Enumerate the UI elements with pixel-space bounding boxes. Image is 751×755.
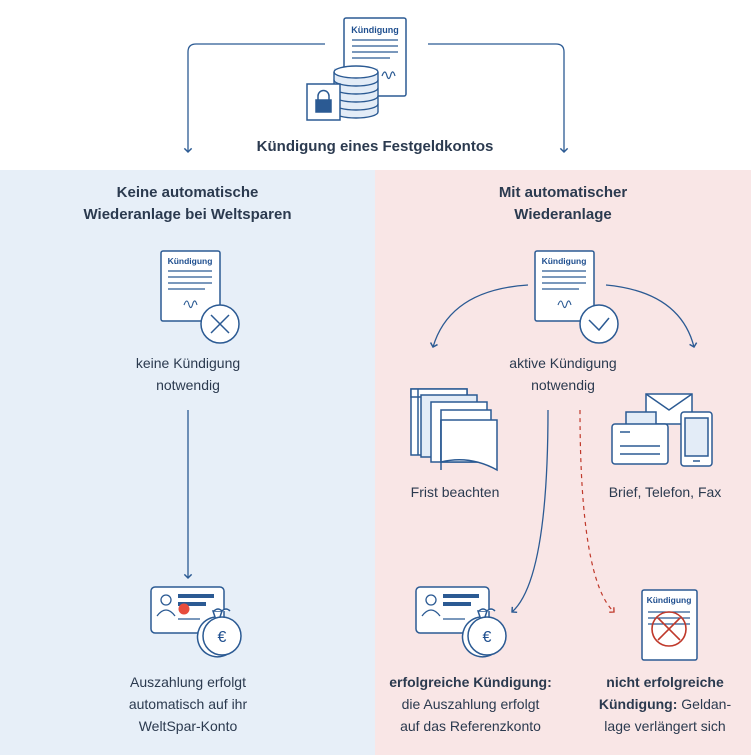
svg-text:Kündigung: Kündigung xyxy=(542,256,587,266)
failure-line2: Kündigung: Geldan- xyxy=(598,696,732,712)
left-result-line1: Auszahlung erfolgt xyxy=(130,674,246,690)
success-arrow xyxy=(511,409,549,614)
left-result-text: Auszahlung erfolgt automatisch auf ihr W… xyxy=(88,671,288,737)
document-check-icon: Kündigung xyxy=(534,250,619,344)
top-branch-arrows xyxy=(183,43,569,154)
channels-label: Brief, Telefon, Fax xyxy=(608,484,722,500)
success-line2: die Auszahlung erfolgt xyxy=(401,696,540,712)
success-line3: auf das Referenzkonto xyxy=(400,718,541,734)
success-id-card-money-bag-icon: € xyxy=(415,586,507,658)
right-heading-line2: Wiederanlage xyxy=(514,206,612,223)
document-x-icon: Kündigung xyxy=(160,250,240,344)
deadline-label: Frist beachten xyxy=(410,484,500,500)
svg-text:Kündigung: Kündigung xyxy=(168,256,213,266)
failure-result-text: nicht erfolgreiche Kündigung: Geldan- la… xyxy=(580,671,750,737)
svg-text:€: € xyxy=(483,629,492,646)
right-step-text: aktive Kündigung notwendig xyxy=(463,352,663,396)
left-result-line3: WeltSpar-Konto xyxy=(138,718,238,734)
right-heading-line1: Mit automatischer xyxy=(498,184,628,201)
calendar-icon xyxy=(410,388,498,472)
failure-arrow xyxy=(579,409,615,613)
lock-icon xyxy=(306,83,341,121)
left-heading-line1: Keine automatische xyxy=(116,184,259,201)
right-heading: Mit automatischer Wiederanlage xyxy=(395,182,731,226)
failure-line2-bold: Kündigung: xyxy=(598,696,678,712)
svg-text:€: € xyxy=(218,629,227,646)
page-title: Kündigung eines Festgeldkontos xyxy=(256,138,494,155)
left-heading-line2: Wiederanlage bei Weltsparen xyxy=(83,206,292,223)
left-result-line2: automatisch auf ihr xyxy=(128,696,248,712)
right-step-line1: aktive Kündigung xyxy=(509,355,617,371)
svg-text:Kündigung: Kündigung xyxy=(647,595,692,605)
id-card-money-bag-icon: € xyxy=(150,586,242,658)
channels-icon xyxy=(611,393,713,467)
cancelled-document-icon: Kündigung xyxy=(641,589,698,661)
left-step-line2: notwendig xyxy=(156,377,220,393)
left-step-line1: keine Kündigung xyxy=(135,355,241,371)
svg-text:Kündigung: Kündigung xyxy=(351,25,398,35)
left-heading: Keine automatische Wiederanlage bei Welt… xyxy=(20,182,355,226)
failure-line3: lage verlängert sich xyxy=(604,718,726,734)
right-step-line2: notwendig xyxy=(531,377,595,393)
success-line1: erfolgreiche Kündigung: xyxy=(389,674,552,690)
right-branch-arrows xyxy=(429,284,698,348)
success-result-text: erfolgreiche Kündigung: die Auszahlung e… xyxy=(378,671,563,737)
left-step-text: keine Kündigung notwendig xyxy=(88,352,288,396)
failure-line1: nicht erfolgreiche xyxy=(606,674,724,690)
